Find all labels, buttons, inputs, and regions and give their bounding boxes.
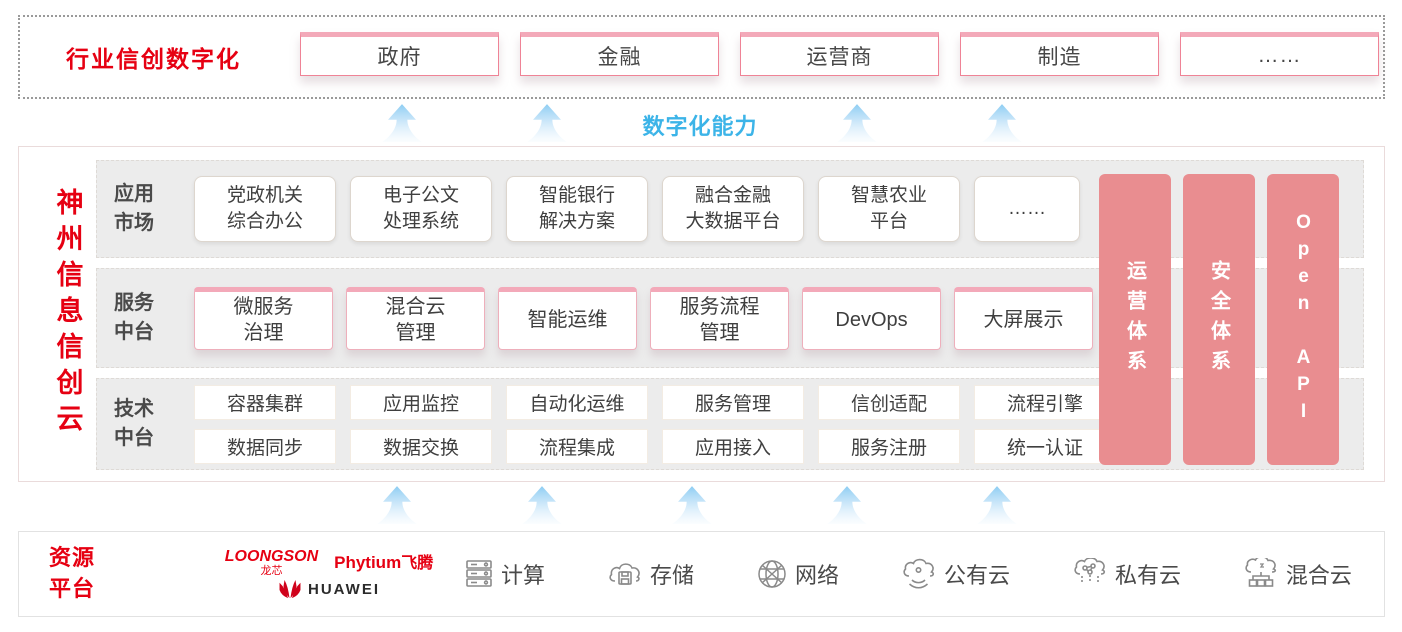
resource-item-public-cloud: 公有云: [901, 558, 1010, 590]
up-arrow-icon: [977, 486, 1017, 524]
platform-rows: 应用 市场 党政机关 综合办公 电子公文 处理系统 智能银行 解决方案 融合金融…: [96, 160, 1364, 480]
huawei-petal-icon: [278, 579, 302, 600]
tech-box-data-sync: 数据同步: [194, 428, 336, 464]
up-arrow-icon: [382, 104, 422, 142]
phytium-wordmark: Phytium: [334, 552, 402, 572]
svc-box-intelligent-ops: 智能运维: [498, 286, 637, 350]
tech-platform-label: 技术 中台: [114, 398, 154, 449]
up-arrow-icon: [837, 104, 877, 142]
tech-box-unified-auth: 统一认证: [974, 428, 1116, 464]
up-arrow-icon: [672, 486, 712, 524]
tech-box-service-registry: 服务注册: [818, 428, 960, 464]
tech-platform-row: 技术 中台 容器集群 应用监控 自动化运维 服务管理 信创适配 流程引擎 数据同…: [96, 378, 1364, 470]
tech-box-app-access: 应用接入: [662, 428, 804, 464]
tech-box-data-exchange: 数据交换: [350, 428, 492, 464]
up-arrow-icon: [827, 486, 867, 524]
app-box-smart-agriculture: 智慧农业 平台: [818, 176, 960, 242]
app-box-edoc-system: 电子公文 处理系统: [350, 176, 492, 242]
tech-box-container-cluster: 容器集群: [194, 384, 336, 420]
loongson-wordmark: LOONGSON: [224, 547, 319, 565]
svc-box-microservice-governance: 微服务 治理: [194, 286, 333, 350]
app-market-items: 党政机关 综合办公 电子公文 处理系统 智能银行 解决方案 融合金融 大数据平台…: [194, 176, 1080, 242]
resource-items: 计算 存储 网络: [464, 532, 1352, 616]
network-globe-icon: [756, 558, 788, 590]
tech-box-app-monitoring: 应用监控: [350, 384, 492, 420]
resource-item-private-cloud: 私有云: [1072, 558, 1181, 590]
industry-digitalization-banner: 行业信创数字化 政府 金融 运营商 制造 ……: [18, 15, 1385, 99]
industry-item-government: 政府: [300, 32, 499, 76]
vendor-logos: LOONGSON 龙芯 Phytium飞腾 HUAWEI: [209, 540, 449, 608]
app-box-more: ……: [974, 176, 1080, 242]
resource-item-storage: 存储: [607, 558, 694, 590]
compute-server-icon: [464, 558, 494, 590]
industry-item-manufacturing: 制造: [960, 32, 1159, 76]
tech-box-process-integration: 流程集成: [506, 428, 648, 464]
tech-box-process-engine: 流程引擎: [974, 384, 1116, 420]
tech-box-xinchuang-adaptation: 信创适配: [818, 384, 960, 420]
private-cloud-icon: [1072, 558, 1108, 590]
sidebar-open-api: Open API: [1267, 174, 1339, 465]
up-arrow-icon: [527, 104, 567, 142]
resource-platform-panel: 资源 平台 LOONGSON 龙芯 Phytium飞腾 HUAWEI: [18, 531, 1385, 617]
hybrid-cloud-icon: [1243, 558, 1279, 590]
phytium-logo: Phytium飞腾: [334, 549, 433, 573]
up-arrow-icon: [377, 486, 417, 524]
up-arrow-icon: [522, 486, 562, 524]
resource-item-hybrid-cloud: 混合云: [1243, 558, 1352, 590]
industry-item-finance: 金融: [520, 32, 719, 76]
platform-vertical-title: 神州信息信创云: [52, 188, 83, 440]
capability-label: 数字化能力: [642, 114, 758, 139]
banner-title: 行业信创数字化: [66, 46, 241, 72]
app-market-row: 应用 市场 党政机关 综合办公 电子公文 处理系统 智能银行 解决方案 融合金融…: [96, 160, 1364, 258]
up-arrow-icon: [982, 104, 1022, 142]
app-box-party-gov-office: 党政机关 综合办公: [194, 176, 336, 242]
svc-box-dashboard-display: 大屏展示: [954, 286, 1093, 350]
tech-platform-items: 容器集群 应用监控 自动化运维 服务管理 信创适配 流程引擎 数据同步 数据交换…: [194, 384, 1116, 464]
public-cloud-icon: [901, 558, 937, 590]
app-box-smart-banking: 智能银行 解决方案: [506, 176, 648, 242]
sidebar-security-system: 安全体系: [1183, 174, 1255, 465]
loongson-cn-wordmark: 龙芯: [260, 564, 283, 577]
storage-cloud-icon: [607, 559, 643, 589]
industry-item-operator: 运营商: [740, 32, 939, 76]
svc-box-service-process-mgmt: 服务流程 管理: [650, 286, 789, 350]
service-platform-row: 服务 中台 微服务 治理 混合云 管理 智能运维 服务流程 管理 DevOps …: [96, 268, 1364, 368]
service-platform-items: 微服务 治理 混合云 管理 智能运维 服务流程 管理 DevOps 大屏展示: [194, 286, 1093, 350]
app-box-finance-bigdata: 融合金融 大数据平台: [662, 176, 804, 242]
xinchuang-cloud-panel: 神州信息信创云 应用 市场 党政机关 综合办公 电子公文 处理系统 智能银行 解…: [18, 146, 1385, 482]
resource-item-network: 网络: [756, 558, 839, 590]
resource-item-compute: 计算: [464, 558, 545, 590]
phytium-cn-wordmark: 飞腾: [401, 554, 434, 572]
resource-platform-label: 资源 平台: [49, 545, 96, 601]
app-market-label: 应用 市场: [114, 183, 154, 234]
svc-box-hybrid-cloud-mgmt: 混合云 管理: [346, 286, 485, 350]
tech-box-automated-ops: 自动化运维: [506, 384, 648, 420]
huawei-wordmark: HUAWEI: [308, 581, 380, 598]
huawei-logo: HUAWEI: [278, 579, 380, 600]
svc-box-devops: DevOps: [802, 286, 941, 350]
loongson-logo: LOONGSON 龙芯: [224, 547, 319, 577]
industry-items: 政府 金融 运营商 制造 ……: [300, 32, 1379, 76]
sidebar-operation-system: 运营体系: [1099, 174, 1171, 465]
industry-item-more: ……: [1180, 32, 1379, 76]
tech-box-service-mgmt: 服务管理: [662, 384, 804, 420]
service-platform-label: 服务 中台: [114, 292, 154, 343]
